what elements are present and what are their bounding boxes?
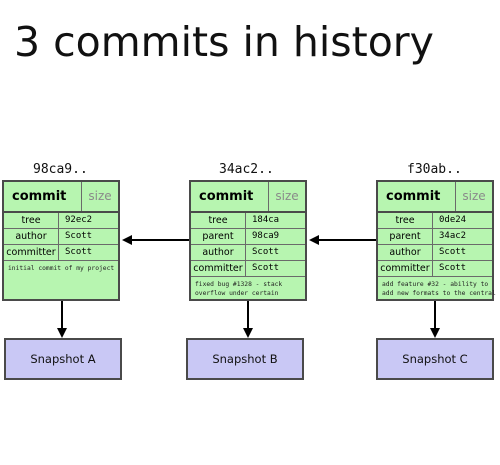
row-value: Scott — [439, 247, 467, 257]
commit-message: add feature #32 - ability to add new for… — [382, 281, 496, 297]
row-key: author — [4, 229, 59, 244]
row-value: Scott — [65, 231, 93, 241]
row-key: committer — [191, 261, 246, 276]
commit-row-tree: tree 0de24 — [378, 213, 492, 229]
commit-label: commit — [4, 182, 82, 211]
snapshot-a: Snapshot A — [4, 338, 122, 380]
commit-box-b: commit size tree 184ca parent 98ca9 auth… — [189, 180, 307, 301]
row-value: 98ca9 — [252, 231, 280, 241]
snapshot-c: Snapshot C — [376, 338, 494, 380]
slide-title: 3 commits in history — [14, 18, 434, 66]
row-key: parent — [191, 229, 246, 244]
commit-hash-c: f30ab.. — [407, 162, 462, 177]
row-key: author — [378, 245, 433, 260]
size-label: size — [88, 189, 112, 203]
commit-row-parent: parent 98ca9 — [191, 229, 305, 245]
commit-message: fixed bug #1328 - stack overflow under c… — [195, 281, 283, 297]
row-key: tree — [4, 213, 59, 228]
commit-row-author: author Scott — [378, 245, 492, 261]
commit-row-parent: parent 34ac2 — [378, 229, 492, 245]
commit-row-committer: committer Scott — [378, 261, 492, 277]
row-key: tree — [191, 213, 246, 228]
commit-row-author: author Scott — [191, 245, 305, 261]
row-value: Scott — [252, 263, 280, 273]
commit-label: commit — [378, 182, 456, 211]
commit-row-tree: tree 184ca — [191, 213, 305, 229]
commit-box-c: commit size tree 0de24 parent 34ac2 auth… — [376, 180, 496, 301]
row-value: 34ac2 — [439, 231, 467, 241]
commit-header: commit size — [378, 182, 492, 213]
commit-box-a: commit size tree 92ec2 author Scott comm… — [2, 180, 120, 301]
row-value: Scott — [252, 247, 280, 257]
row-value: 184ca — [252, 215, 280, 225]
size-label: size — [462, 189, 486, 203]
row-value: Scott — [65, 247, 93, 257]
snapshot-b: Snapshot B — [186, 338, 304, 380]
commit-row-author: author Scott — [4, 229, 118, 245]
row-value: 92ec2 — [65, 215, 93, 225]
row-key: committer — [4, 245, 59, 260]
row-value: Scott — [439, 263, 467, 273]
commit-hash-b: 34ac2.. — [219, 162, 274, 177]
row-key: parent — [378, 229, 433, 244]
commit-label: commit — [191, 182, 269, 211]
size-label: size — [275, 189, 299, 203]
row-value: 0de24 — [439, 215, 467, 225]
row-key: author — [191, 245, 246, 260]
commit-header: commit size — [4, 182, 118, 213]
row-key: committer — [378, 261, 433, 276]
commit-row-tree: tree 92ec2 — [4, 213, 118, 229]
commit-message: initial commit of my project — [8, 265, 115, 272]
commit-hash-a: 98ca9.. — [33, 162, 88, 177]
commit-row-committer: committer Scott — [4, 245, 118, 261]
commit-row-committer: committer Scott — [191, 261, 305, 277]
commit-header: commit size — [191, 182, 305, 213]
row-key: tree — [378, 213, 433, 228]
